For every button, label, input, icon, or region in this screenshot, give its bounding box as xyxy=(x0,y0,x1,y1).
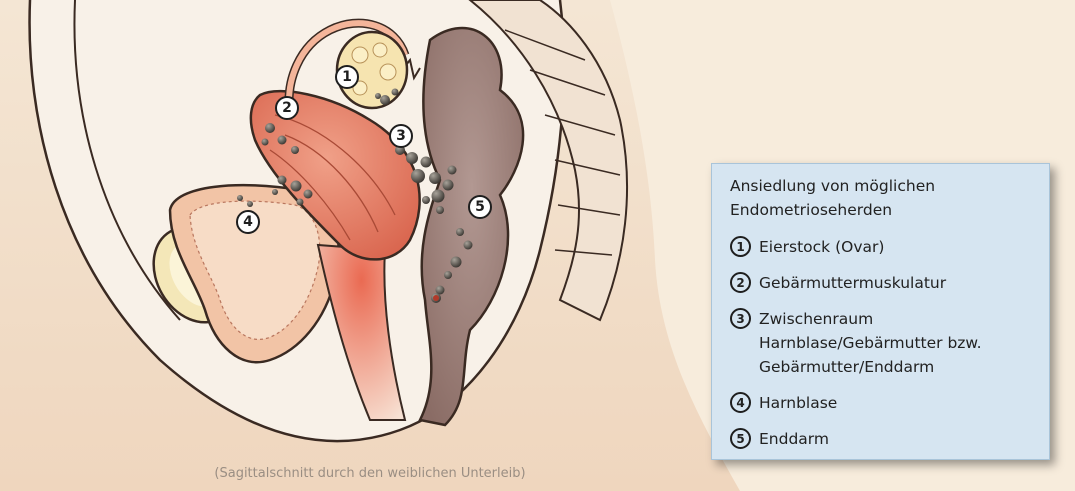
marker-bladder: 4 xyxy=(236,210,260,234)
legend-label: Eierstock (Ovar) xyxy=(759,238,885,256)
legend-item-bladder: 4 Harnblase xyxy=(730,391,1035,415)
legend-label: Harnblase xyxy=(759,394,838,412)
figure-caption: (Sagittalschnitt durch den weiblichen Un… xyxy=(214,466,526,481)
marker-interspace: 3 xyxy=(389,124,413,148)
legend-label: Enddarm xyxy=(759,430,829,448)
marker-ovary: 1 xyxy=(335,65,359,89)
marker-rectum: 5 xyxy=(468,195,492,219)
legend-number: 2 xyxy=(730,272,751,293)
marker-uterus-muscle: 2 xyxy=(275,96,299,120)
uterus xyxy=(249,89,421,261)
vagina xyxy=(316,243,407,421)
legend-number: 3 xyxy=(730,308,751,329)
legend-number: 4 xyxy=(730,392,751,413)
legend-item-interspace: 3 Zwischenraum Harnblase/Gebärmutter bzw… xyxy=(730,307,1035,379)
rectum xyxy=(418,26,525,427)
legend-title: Ansiedlung von möglichen Endometrioseher… xyxy=(730,177,936,219)
legend-item-ovary: 1 Eierstock (Ovar) xyxy=(730,235,1035,259)
legend-label: Gebärmuttermuskulatur xyxy=(759,274,947,292)
legend-label: Zwischenraum Harnblase/Gebärmutter bzw. … xyxy=(759,310,982,376)
legend-number: 5 xyxy=(730,428,751,449)
legend-box: Ansiedlung von möglichen Endometrioseher… xyxy=(711,163,1050,460)
sacrum xyxy=(468,0,629,322)
legend-item-uterus-muscle: 2 Gebärmuttermuskulatur xyxy=(730,271,1035,295)
legend-number: 1 xyxy=(730,236,751,257)
legend-item-rectum: 5 Enddarm xyxy=(730,427,1035,451)
